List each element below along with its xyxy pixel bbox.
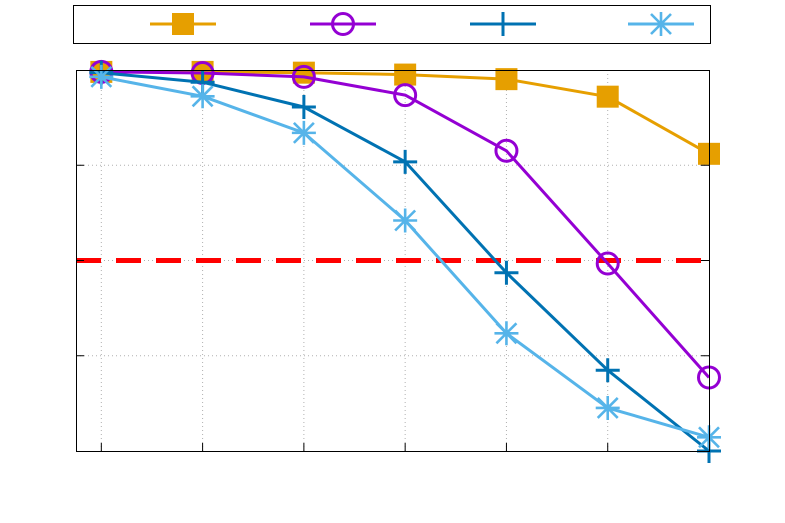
series-1-point-5 [596, 85, 619, 108]
grid [76, 70, 709, 451]
series-4-point-5 [595, 395, 620, 420]
series-4-point-0 [89, 64, 114, 89]
series-2-point-3 [393, 83, 418, 108]
legend-marker-series-4 [649, 12, 673, 36]
series-2-point-2 [291, 64, 316, 89]
legend-marker-series-3 [491, 12, 515, 36]
series-3-point-3 [393, 149, 418, 174]
series-4-point-4 [494, 321, 519, 346]
series-1 [90, 60, 720, 165]
series-4-point-3 [393, 208, 418, 233]
series-2-point-5 [595, 251, 620, 276]
series-1-point-3 [394, 63, 417, 86]
legend [73, 5, 711, 44]
series-4-point-2 [291, 120, 316, 145]
legend-marker-series-2 [331, 12, 355, 36]
series-1-point-4 [495, 68, 518, 91]
legend-marker-series-1 [172, 13, 194, 35]
series-3-point-4 [494, 260, 519, 285]
series-3-point-2 [291, 94, 316, 119]
series-3-point-5 [595, 358, 620, 383]
series-4-point-1 [190, 84, 215, 109]
series-2-point-4 [494, 138, 519, 163]
plot-frame [76, 70, 710, 452]
